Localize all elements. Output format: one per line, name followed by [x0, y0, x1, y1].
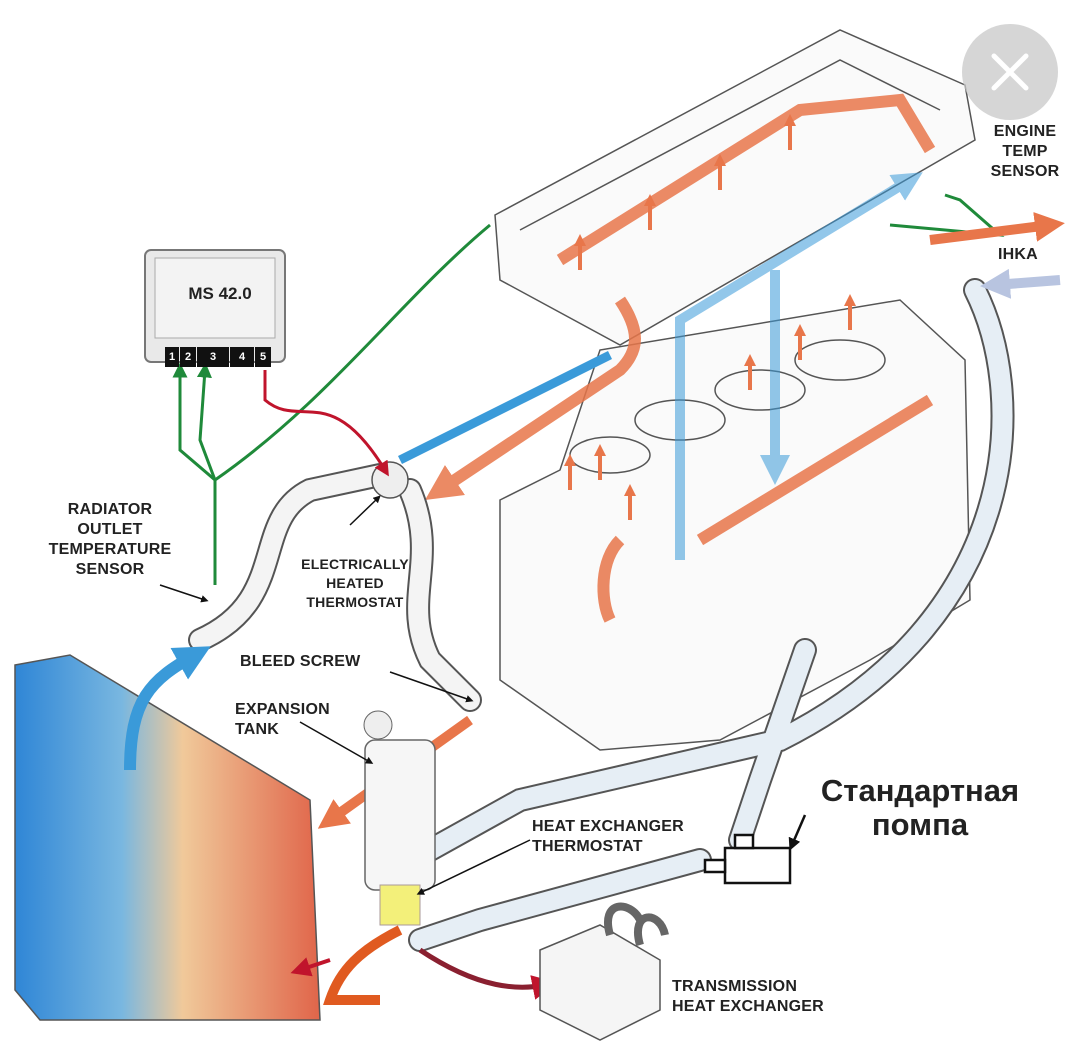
label-line: HEAT EXCHANGER	[532, 818, 684, 835]
thermostat-housing	[371, 461, 409, 499]
label-line: RADIATOR	[67, 501, 153, 518]
label-line: SENSOR	[75, 561, 145, 578]
cold-hose-to-thermostat	[397, 350, 613, 465]
transmission-heat-exchanger-label: TRANSMISSION HEAT EXCHANGER	[672, 977, 872, 1017]
label-line: Стандартная	[820, 773, 1020, 808]
pump-label: Стандартная помпа	[800, 774, 1040, 842]
label-line: ELECTRICALLY	[301, 556, 409, 572]
label-line: THERMOSTAT	[532, 838, 643, 855]
transmission-heat-exchanger	[539, 902, 669, 1041]
label-line: SENSOR	[990, 163, 1060, 180]
close-button[interactable]	[962, 24, 1058, 120]
label-line: HEAT EXCHANGER	[672, 998, 824, 1015]
ecu-pin-4: 4	[230, 347, 254, 367]
pump-symbol	[703, 833, 792, 885]
expansion-tank	[363, 710, 436, 926]
label-line: TEMPERATURE	[48, 541, 172, 558]
ecu-pin-3: 3	[197, 347, 229, 367]
thermostat-label: ELECTRICALLY HEATED THERMOSTAT	[285, 555, 425, 612]
close-icon	[991, 53, 1029, 91]
engine-temp-sensor-label: ENGINE TEMP SENSOR	[975, 122, 1075, 182]
label-line: TANK	[235, 721, 280, 738]
ecu-pin-1: 1	[165, 347, 179, 367]
label-line: EXPANSION	[235, 701, 330, 718]
label-line: помпа	[871, 807, 969, 842]
cold-flow-to-engine	[124, 646, 211, 771]
leader-lines	[159, 495, 531, 895]
bleed-screw-label: BLEED SCREW	[240, 653, 361, 670]
radiator	[14, 654, 321, 1021]
ecu-label: MS 42.0	[188, 284, 252, 303]
ihka-label: IHKA	[998, 246, 1038, 263]
label-line: THERMOSTAT	[306, 594, 404, 610]
signal-wires	[172, 193, 1065, 585]
label-line: OUTLET	[77, 521, 143, 538]
heat-exchanger-thermostat-label: HEAT EXCHANGER THERMOSTAT	[532, 817, 732, 857]
heat-arrows	[564, 114, 856, 520]
hot-coolant-flow	[425, 93, 936, 623]
label-line: HEATED	[326, 575, 384, 591]
expansion-tank-label: EXPANSION TANK	[235, 700, 355, 740]
hot-flow-lower	[323, 925, 403, 1005]
cold-coolant-flow	[675, 172, 923, 560]
ecu-pin-5: 5	[255, 347, 271, 367]
label-line: TEMP	[1002, 143, 1048, 160]
ecu-pin-2: 2	[180, 347, 196, 367]
label-line: ENGINE	[993, 123, 1057, 140]
return-flow-red	[418, 947, 558, 1000]
radiator-outlet-sensor-label: RADIATOR OUTLET TEMPERATURE SENSOR	[30, 500, 190, 580]
label-line: TRANSMISSION	[672, 978, 798, 995]
